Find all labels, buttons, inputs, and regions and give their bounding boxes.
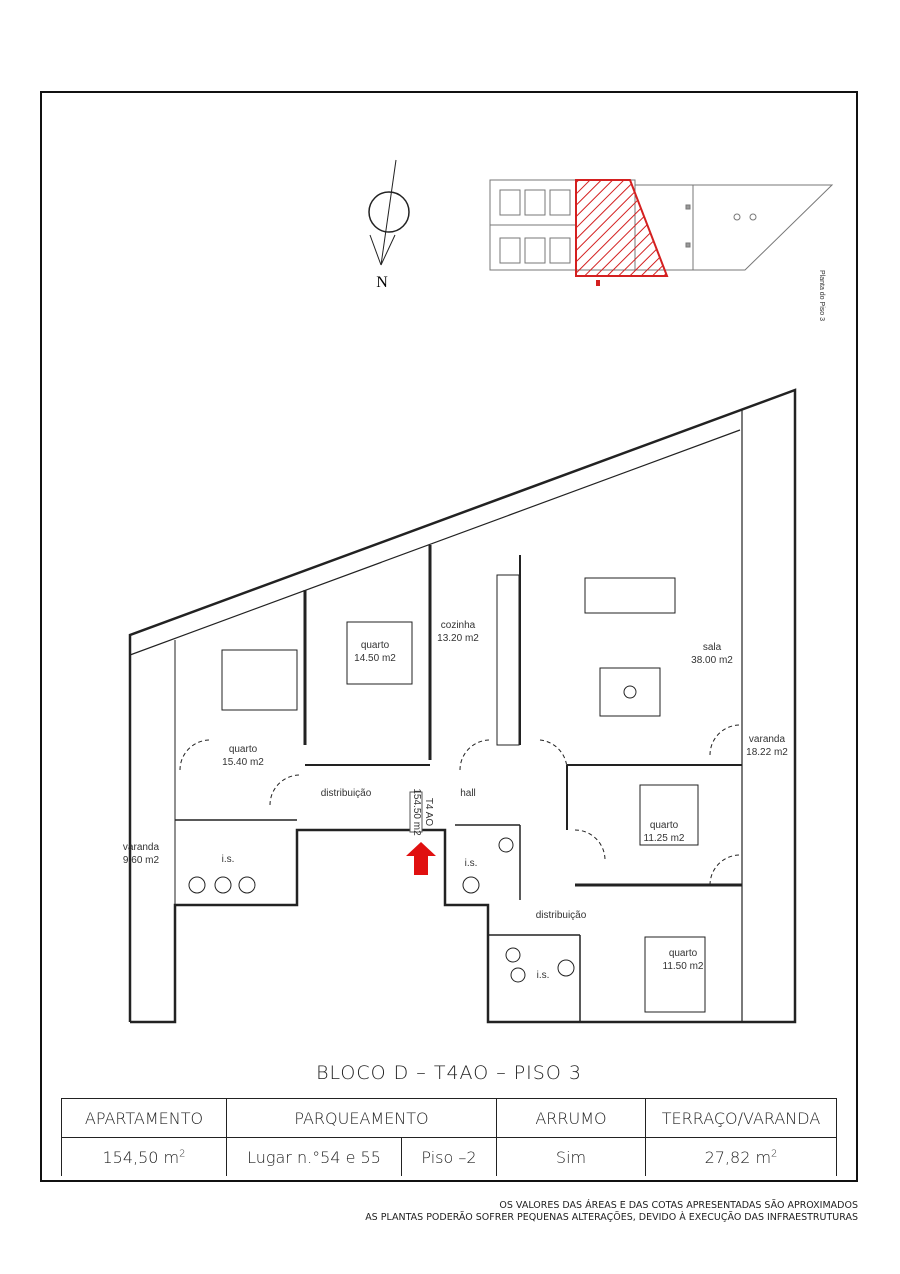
value-parqueamento-piso: Piso –2 — [401, 1137, 497, 1176]
drawing-sheet-border — [40, 91, 858, 1182]
room-varanda-1-name: varanda — [749, 734, 786, 745]
north-label: N — [376, 274, 388, 291]
value-arrumo: Sim — [496, 1137, 646, 1176]
entrance-arrow-icon — [406, 842, 436, 875]
room-sala-name: sala — [703, 642, 722, 653]
north-arrow-icon — [368, 159, 410, 266]
key-plan — [489, 179, 834, 271]
disclaimer: OS VALORES DAS ÁREAS E DAS COTAS APRESEN… — [365, 1200, 858, 1224]
key-plan-label: Planta do Piso 3 — [818, 270, 825, 321]
unit-superscript: 2 — [771, 1148, 778, 1160]
room-quarto-4-area: 11.50 m2 — [663, 961, 704, 972]
room-quarto-1-name: quarto — [229, 744, 258, 755]
room-quarto-2-name: quarto — [361, 640, 390, 651]
room-is-1: i.s. — [222, 854, 235, 865]
room-distribuicao-2: distribuição — [536, 910, 587, 921]
value-apartamento: 154,50 m2 — [61, 1137, 227, 1176]
room-hall: hall — [460, 788, 476, 799]
header-terraco: TERRAÇO/VARANDA — [645, 1098, 837, 1138]
disclaimer-line-1: OS VALORES DAS ÁREAS E DAS COTAS APRESEN… — [499, 1200, 858, 1211]
apartment-walls — [128, 388, 797, 1024]
room-quarto-3-name: quarto — [650, 820, 679, 831]
room-is-3: i.s. — [537, 970, 550, 981]
value-parqueamento-lugar: Lugar n.°54 e 55 — [226, 1137, 402, 1176]
room-is-2: i.s. — [465, 858, 478, 869]
room-sala-area: 38.00 m2 — [691, 655, 733, 666]
unit-tag-type: T4 AO — [423, 798, 434, 827]
room-distribuicao-1: distribuição — [321, 788, 372, 799]
room-quarto-4-name: quarto — [669, 948, 698, 959]
unit-superscript: 2 — [179, 1148, 186, 1160]
key-plan-highlight — [575, 179, 669, 277]
unit-info-table: APARTAMENTO PARQUEAMENTO ARRUMO TERRAÇO/… — [61, 1098, 837, 1176]
room-quarto-3-area: 11.25 m2 — [644, 833, 685, 844]
unit-tag-box — [409, 791, 423, 833]
plan-title: BLOCO D – T4AO – PISO 3 — [316, 1062, 582, 1084]
room-quarto-1-area: 15.40 m2 — [222, 757, 264, 768]
room-varanda-1-area: 18.22 m2 — [746, 747, 788, 758]
header-arrumo: ARRUMO — [496, 1098, 646, 1138]
disclaimer-line-2: AS PLANTAS PODERÃO SOFRER PEQUENAS ALTER… — [365, 1212, 858, 1223]
room-cozinha-area: 13.20 m2 — [437, 633, 479, 644]
room-varanda-2-area: 9.60 m2 — [123, 855, 160, 866]
room-cozinha-name: cozinha — [441, 620, 476, 631]
room-varanda-2-name: varanda — [123, 842, 160, 853]
apartamento-area: 154,50 m — [102, 1147, 180, 1167]
key-plan-entrance-marker — [596, 280, 600, 286]
value-terraco: 27,82 m2 — [645, 1137, 837, 1176]
terraco-area: 27,82 m — [704, 1147, 772, 1167]
room-labels: quarto 15.40 m2 quarto 14.50 m2 cozinha … — [123, 620, 788, 981]
header-parqueamento: PARQUEAMENTO — [226, 1098, 497, 1138]
unit-tag-area: 154.50 m2 — [411, 788, 422, 836]
header-apartamento: APARTAMENTO — [61, 1098, 227, 1138]
room-quarto-2-area: 14.50 m2 — [354, 653, 396, 664]
